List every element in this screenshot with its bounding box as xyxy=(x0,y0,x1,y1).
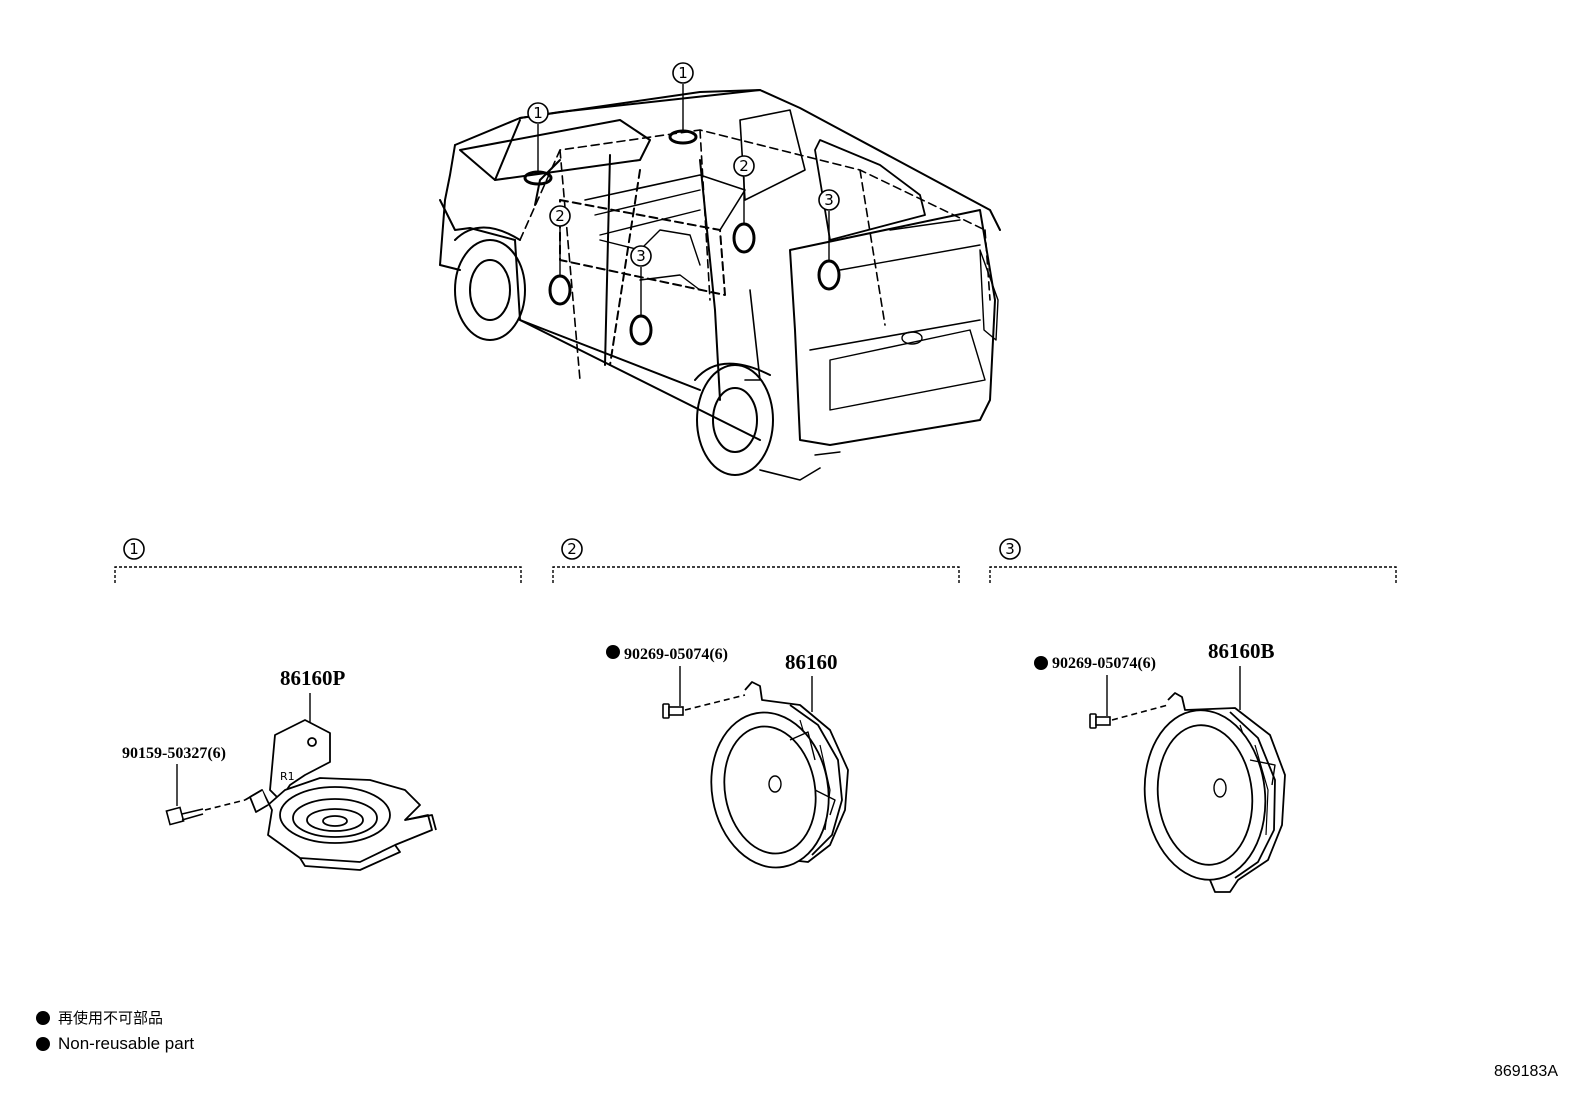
legend-text-en: Non-reusable part xyxy=(58,1034,195,1053)
group-callout-1: 1 xyxy=(123,538,145,560)
vehicle-callout-2a: 2 xyxy=(549,205,571,227)
embossed-mark: R1 xyxy=(280,770,295,783)
vehicle-callout-1a: 1 xyxy=(527,102,549,124)
callout-number: 2 xyxy=(555,207,565,225)
non-reusable-marker xyxy=(606,645,620,659)
group-bracket xyxy=(989,566,1397,583)
fastener-label: 90159-50327(6) xyxy=(122,745,226,762)
fastener-label: 90269-05074(6) xyxy=(624,646,728,663)
location-ring-3b xyxy=(817,259,841,291)
vehicle-callout-3b: 3 xyxy=(818,189,840,211)
bullet-icon xyxy=(36,1011,50,1025)
callout-number: 1 xyxy=(129,540,139,558)
non-reusable-marker xyxy=(1034,656,1048,670)
legend: 再使用不可部品 Non-reusable part xyxy=(36,1005,194,1057)
vehicle-callout-3a: 3 xyxy=(630,245,652,267)
bullet-icon xyxy=(36,1037,50,1051)
diagram-id: 869183A xyxy=(1493,1063,1558,1080)
part-number-label: 86160 xyxy=(785,650,838,674)
group-1: 1 86160P 90159-50327(6) R1 xyxy=(114,538,522,871)
location-ring-2a xyxy=(548,274,572,306)
group-bracket xyxy=(114,566,522,583)
callout-number: 1 xyxy=(533,104,543,122)
screw-icon xyxy=(165,799,246,826)
group-2: 2 90269-05074(6) 86160 xyxy=(552,538,960,869)
group-3: 3 90269-05074(6) 86160B xyxy=(989,538,1397,893)
legend-text-jp: 再使用不可部品 xyxy=(58,1009,164,1027)
callout-number: 3 xyxy=(824,191,834,209)
vehicle-callout-1b: 1 xyxy=(672,62,694,84)
speaker-86160p-icon: R1 xyxy=(244,719,437,871)
part-number-label: 86160B xyxy=(1208,639,1275,663)
speaker-86160b-icon xyxy=(1143,692,1286,893)
vehicle-callout-2b: 2 xyxy=(733,155,755,177)
screw-icon xyxy=(1089,704,1169,729)
legend-row-en: Non-reusable part xyxy=(36,1031,194,1057)
vehicle-illustration xyxy=(439,89,1001,481)
group-bracket xyxy=(552,566,960,583)
speaker-locations xyxy=(523,129,841,346)
group-callout-3: 3 xyxy=(999,538,1021,560)
legend-row-jp: 再使用不可部品 xyxy=(36,1005,194,1031)
speaker-86160-icon xyxy=(710,681,849,869)
location-ring-2b xyxy=(732,222,756,254)
fastener-label: 90269-05074(6) xyxy=(1052,655,1156,672)
location-ring-3a xyxy=(629,314,653,346)
group-callout-2: 2 xyxy=(561,538,583,560)
callout-number: 2 xyxy=(739,157,749,175)
callout-number: 1 xyxy=(678,64,688,82)
callout-number: 3 xyxy=(636,247,646,265)
callout-number: 3 xyxy=(1005,540,1015,558)
part-number-label: 86160P xyxy=(280,666,346,690)
callout-number: 2 xyxy=(567,540,577,558)
screw-icon xyxy=(662,694,746,719)
